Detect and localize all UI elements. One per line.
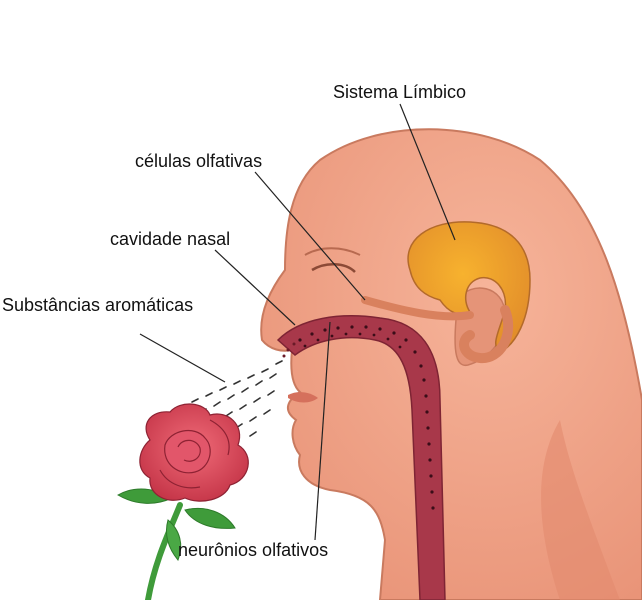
- rose-stem: [145, 502, 183, 600]
- rose-leaf-right: [184, 507, 236, 529]
- leader-nasal-cavity: [214, 249, 296, 326]
- label-nasal-cavity: cavidade nasal: [110, 229, 230, 249]
- limbic-system-shape: [407, 221, 531, 353]
- eyebrow: [304, 247, 361, 256]
- label-olfactory-cells: células olfativas: [135, 151, 262, 171]
- olfactory-tract: [361, 296, 474, 321]
- nostril-dots: [282, 342, 296, 358]
- label-aromatic-substances: Substâncias aromáticas: [2, 295, 193, 315]
- leader-lines: [139, 103, 456, 541]
- limbic-curl: [459, 305, 514, 364]
- lips: [288, 392, 318, 403]
- label-olfactory-neurons: neurônios olfativos: [178, 540, 328, 560]
- label-limbic-system: Sistema Límbico: [333, 82, 466, 102]
- leader-aromatic: [139, 333, 226, 383]
- leader-limbic: [399, 103, 456, 241]
- neck-shadow: [541, 420, 620, 600]
- leader-olfactory-cells: [254, 171, 366, 301]
- rose-bloom: [139, 403, 249, 502]
- leader-neurons: [314, 321, 331, 541]
- rose-leaf-lower: [165, 519, 182, 561]
- airway-dots: [298, 325, 435, 510]
